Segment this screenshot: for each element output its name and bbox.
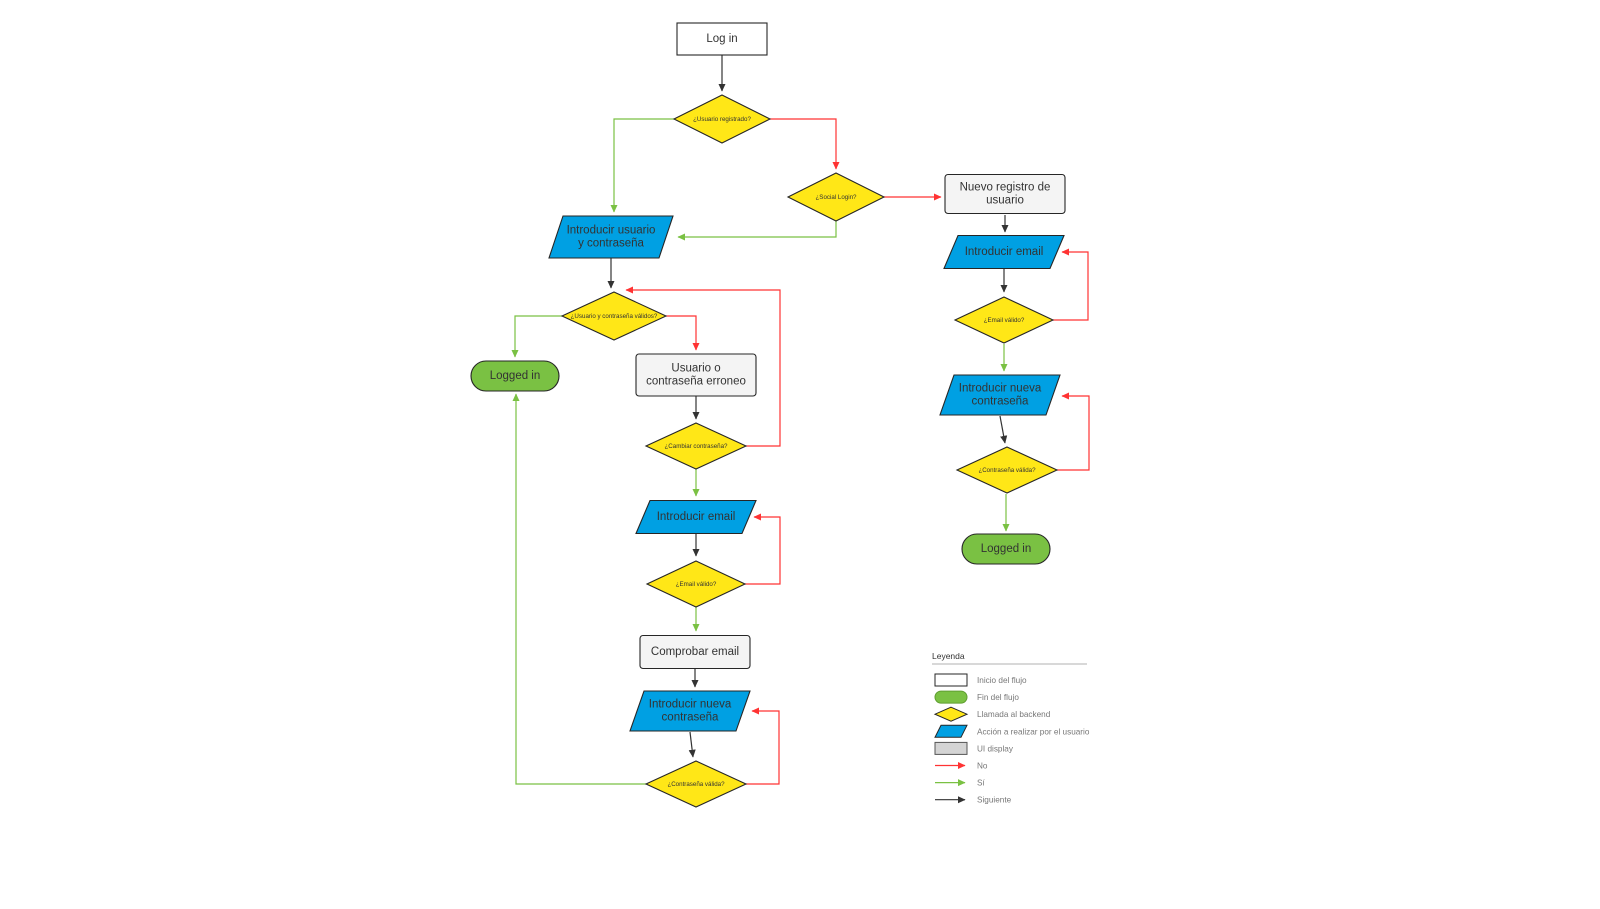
legend-item-action: Acción a realizar por el usuario (934, 724, 1090, 738)
node-label: ¿Contraseña válida? (667, 781, 725, 788)
node-shape-decision (560, 291, 668, 341)
node-shape-ui-light (635, 353, 757, 397)
legend-title: Leyenda (932, 651, 965, 661)
node-email-valid-r[interactable]: ¿Email válido? (953, 296, 1055, 344)
legend-label: Inicio del flujo (977, 676, 1027, 685)
nodes-layer: Log in ¿Usuario registrado? ¿Social Login?… (470, 22, 1066, 808)
node-label: ¿Email válido? (676, 581, 717, 588)
edge-enter-newpass-r-to-pass-valid-r (999, 415, 1008, 444)
edge-registered-to-social (770, 118, 840, 170)
node-shape-end (470, 360, 560, 392)
node-label: ¿Email válido? (984, 317, 1025, 324)
edge-enter-newpass-l-to-pass-valid-l (688, 731, 696, 758)
edge-email-valid-r-to-enter-email-r (1053, 248, 1089, 321)
node-shape-ui-light (944, 173, 1066, 215)
legend-item-arrow-next: Siguiente (935, 796, 1012, 805)
legend-item-decision: Llamada al backend (933, 706, 1051, 722)
node-email-valid-l[interactable]: ¿Email válido? (645, 560, 747, 608)
node-registered[interactable]: ¿Usuario registrado? (672, 94, 772, 144)
node-label: Logged in (490, 370, 541, 382)
edges-layer (511, 55, 1090, 785)
node-shape-decision (644, 760, 748, 808)
edge-registered-to-enter-creds (610, 118, 674, 213)
node-shape-action (629, 690, 751, 732)
node-label: Comprobar email (651, 646, 739, 658)
node-shape-ui-light (639, 634, 751, 670)
edge-pass-valid-l-to-logged-in-left (512, 393, 646, 785)
node-change-pass[interactable]: ¿Cambiar contraseña? (644, 422, 748, 470)
legend-label: Llamada al backend (977, 710, 1051, 719)
legend-swatch-end (934, 690, 968, 704)
edge-email-valid-l-to-enter-email-l (745, 513, 781, 585)
node-pass-valid-r[interactable]: ¿Contraseña válida? (955, 446, 1059, 494)
node-label: ¿Usuario y contraseña válidos? (571, 313, 658, 320)
node-shape-start (676, 22, 768, 56)
node-shape-decision (786, 172, 886, 222)
node-shape-decision (953, 296, 1055, 344)
node-logged-in-right[interactable]: Logged in (961, 533, 1051, 565)
node-label: ¿Usuario registrado? (693, 116, 751, 123)
legend-label: No (977, 762, 988, 771)
edge-social-to-enter-creds (677, 221, 837, 241)
node-label: Introducir email (657, 511, 736, 523)
legend-item-start: Inicio del flujo (934, 673, 1027, 687)
node-pass-valid-l[interactable]: ¿Contraseña válida? (644, 760, 748, 808)
node-shape-end (961, 533, 1051, 565)
node-shape-decision (644, 422, 748, 470)
legend-item-arrow-no: No (935, 762, 988, 771)
node-label: ¿Social Login? (816, 194, 857, 201)
node-label: ¿Contraseña válida? (978, 467, 1036, 474)
node-enter-email-r[interactable]: Introducir email (943, 234, 1065, 270)
legend-label: Fin del flujo (977, 693, 1019, 702)
legend-item-ui: UI display (934, 741, 1014, 755)
node-check-email[interactable]: Comprobar email (639, 634, 751, 670)
node-label: ¿Cambiar contraseña? (665, 443, 728, 450)
node-shape-action (939, 374, 1061, 416)
legend-label: UI display (977, 744, 1014, 753)
legend-label: Acción a realizar por el usuario (977, 727, 1090, 736)
edge-creds-valid-to-logged-in-left (511, 315, 562, 358)
node-logged-in-left[interactable]: Logged in (470, 360, 560, 392)
edge-creds-valid-to-creds-error (666, 315, 700, 351)
node-shape-decision (645, 560, 747, 608)
legend-item-arrow-yes: Sí (935, 779, 985, 788)
node-shape-action (635, 499, 757, 535)
node-shape-decision (672, 94, 772, 144)
node-shape-action (548, 215, 674, 259)
node-creds-valid[interactable]: ¿Usuario y contraseña válidos? (560, 291, 668, 341)
node-enter-email-l[interactable]: Introducir email (635, 499, 757, 535)
node-shape-decision (955, 446, 1059, 494)
node-label: Introducir email (965, 246, 1044, 258)
legend-swatch-ui (934, 741, 968, 755)
legend-swatch-decision (933, 706, 969, 722)
legend-label: Sí (977, 779, 985, 788)
node-shape-action (943, 234, 1065, 270)
node-label: Log in (706, 33, 737, 45)
node-label: Logged in (981, 543, 1032, 555)
edge-change-pass-to-creds-valid (625, 286, 781, 447)
node-login[interactable]: Log in (676, 22, 768, 56)
legend-swatch-start (934, 673, 968, 687)
legend-label: Siguiente (977, 796, 1012, 805)
edge-pass-valid-l-to-enter-newpass-l (746, 707, 780, 785)
legend-item-end: Fin del flujo (934, 690, 1019, 704)
node-social[interactable]: ¿Social Login? (786, 172, 886, 222)
edge-pass-valid-r-to-enter-newpass-r (1057, 392, 1090, 471)
legend-swatch-action (934, 724, 968, 738)
